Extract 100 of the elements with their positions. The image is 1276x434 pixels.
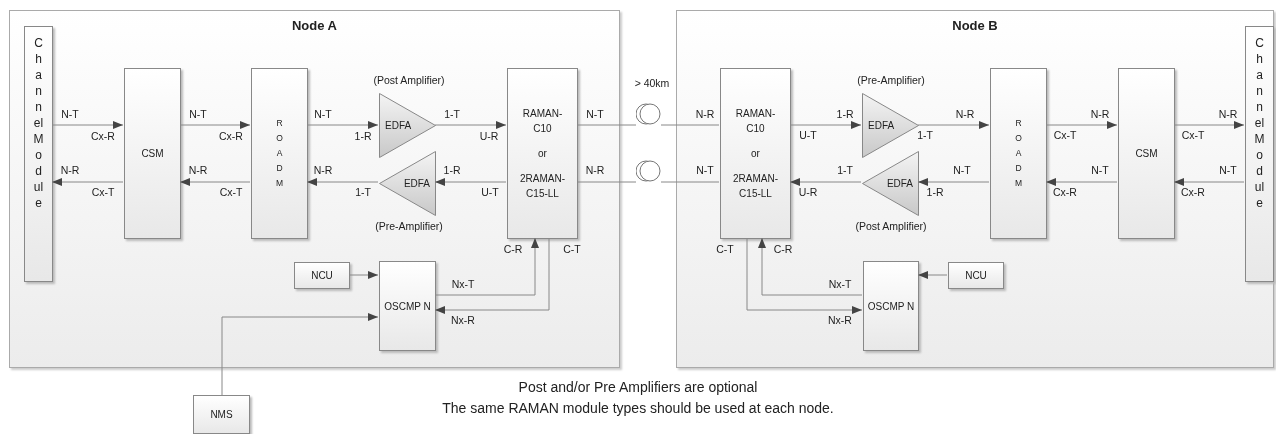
port-label: C-R bbox=[773, 242, 793, 258]
port-label: N-R bbox=[60, 163, 80, 179]
connector-arrow bbox=[917, 121, 990, 129]
module-label: RAMAN- C10 bbox=[521, 107, 564, 136]
amplifier-triangle bbox=[862, 93, 919, 158]
port-label: N-R bbox=[585, 163, 605, 179]
port-label: 1-R bbox=[836, 107, 854, 123]
connector-arrow bbox=[348, 271, 379, 279]
connector-arrow bbox=[1045, 178, 1118, 186]
connector-arrow bbox=[1173, 178, 1245, 186]
connector-arrow bbox=[1173, 121, 1245, 129]
module-label: EDFA bbox=[868, 119, 895, 133]
module-label: ROADM bbox=[275, 117, 284, 190]
module-box bbox=[294, 262, 350, 289]
annotation-text: (Pre-Amplifier) bbox=[375, 219, 443, 235]
connector-arrow bbox=[1045, 121, 1118, 129]
port-label: Cx-T bbox=[1181, 128, 1205, 144]
note-text: The same RAMAN module types should be used at each node. bbox=[442, 398, 834, 418]
module-box bbox=[24, 26, 53, 282]
port-label: Nx-T bbox=[451, 277, 475, 293]
port-label: N-T bbox=[1219, 163, 1237, 179]
module-label: CSM bbox=[1134, 147, 1159, 161]
connector-arrow bbox=[789, 178, 862, 186]
port-label: 1-R bbox=[926, 185, 944, 201]
panel-title: Node B bbox=[951, 17, 999, 35]
module-label: EDFA bbox=[886, 177, 913, 191]
port-label: N-R bbox=[188, 163, 208, 179]
connector-arrow bbox=[434, 237, 539, 296]
connector-arrow bbox=[434, 178, 507, 186]
amplifier-triangle bbox=[379, 93, 436, 158]
amplifier-triangle bbox=[379, 151, 436, 216]
port-label: Cx-R bbox=[219, 129, 243, 145]
annotation-text: > 40km bbox=[634, 76, 670, 92]
connector-arrow bbox=[434, 121, 507, 129]
module-box bbox=[379, 261, 436, 351]
port-label: Cx-R bbox=[1053, 185, 1077, 201]
module-label: RAMAN- C10 bbox=[734, 107, 777, 136]
annotation-text: (Pre-Amplifier) bbox=[857, 73, 925, 89]
module-box bbox=[1118, 68, 1175, 239]
connector-arrow bbox=[306, 121, 379, 129]
connector-arrow bbox=[221, 313, 379, 396]
fiber-coil-icon bbox=[636, 103, 661, 125]
module-box bbox=[193, 395, 250, 434]
module-box bbox=[948, 262, 1004, 289]
port-label: Cx-R bbox=[91, 129, 115, 145]
module-label: Channel Module bbox=[1256, 35, 1263, 212]
module-box bbox=[720, 68, 791, 239]
port-label: 1-T bbox=[444, 107, 460, 123]
node-panel bbox=[9, 10, 620, 368]
module-box bbox=[863, 261, 919, 351]
connector-arrow bbox=[917, 271, 948, 279]
port-label: U-R bbox=[798, 185, 818, 201]
module-label: Channel Module bbox=[35, 35, 42, 212]
connector-arrow bbox=[434, 237, 550, 314]
port-label: U-R bbox=[479, 129, 499, 145]
module-box bbox=[251, 68, 308, 239]
port-label: N-R bbox=[695, 107, 715, 123]
port-label: 1-T bbox=[917, 128, 933, 144]
port-label: N-T bbox=[189, 107, 207, 123]
port-label: N-T bbox=[61, 107, 79, 123]
connector-arrow bbox=[179, 121, 251, 129]
connector-arrow bbox=[306, 178, 379, 186]
module-label: NCU bbox=[964, 269, 988, 283]
port-label: C-R bbox=[503, 242, 523, 258]
port-label: N-T bbox=[953, 163, 971, 179]
port-label: N-T bbox=[314, 107, 332, 123]
port-label: N-R bbox=[313, 163, 333, 179]
note-text: Post and/or Pre Amplifiers are optional bbox=[518, 377, 758, 397]
port-label: N-R bbox=[1090, 107, 1110, 123]
module-box bbox=[124, 68, 181, 239]
connector-arrow bbox=[789, 121, 862, 129]
module-label: ROADM bbox=[1014, 117, 1023, 190]
port-label: N-R bbox=[1218, 107, 1238, 123]
port-label: N-T bbox=[696, 163, 714, 179]
port-label: C-T bbox=[716, 242, 734, 258]
port-label: N-T bbox=[1091, 163, 1109, 179]
port-label: Cx-T bbox=[91, 185, 115, 201]
annotation-text: (Post Amplifier) bbox=[373, 73, 445, 89]
module-label: EDFA bbox=[403, 177, 430, 191]
panel-title: Node A bbox=[291, 17, 338, 35]
node-panel bbox=[676, 10, 1274, 368]
module-label: 2RAMAN- C15-LL bbox=[519, 172, 566, 201]
module-label: or bbox=[750, 147, 761, 161]
module-label: OSCMP N bbox=[866, 299, 916, 314]
module-label: NCU bbox=[310, 269, 334, 283]
connector-arrow bbox=[758, 237, 863, 296]
port-label: 1-R bbox=[443, 163, 461, 179]
connector-arrow bbox=[51, 121, 124, 129]
connector-arrow bbox=[179, 178, 251, 186]
port-label: C-T bbox=[563, 242, 581, 258]
port-label: N-T bbox=[586, 107, 604, 123]
connector-arrow bbox=[51, 178, 124, 186]
module-label: or bbox=[537, 147, 548, 161]
module-label: NMS bbox=[209, 408, 234, 422]
annotation-text: (Post Amplifier) bbox=[855, 219, 927, 235]
module-label: 2RAMAN- C15-LL bbox=[732, 172, 779, 201]
fiber-coil-icon bbox=[636, 160, 661, 182]
port-label: Cx-R bbox=[1181, 185, 1205, 201]
port-label: U-T bbox=[799, 128, 817, 144]
module-label: OSCMP N bbox=[383, 299, 432, 314]
